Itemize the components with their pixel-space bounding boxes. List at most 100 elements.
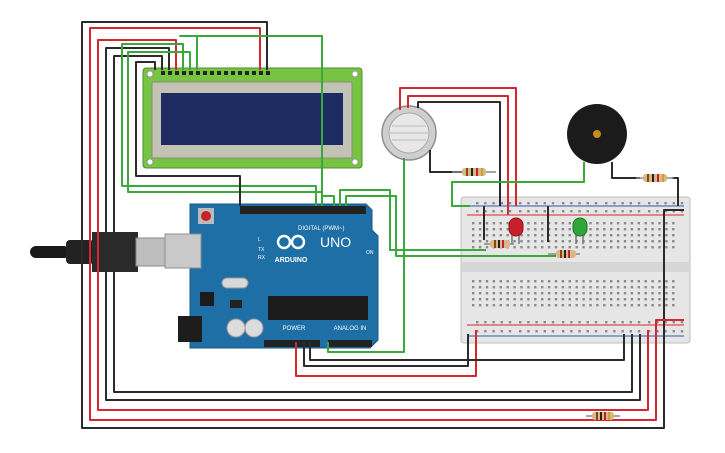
breadboard-rail-hole	[519, 202, 522, 205]
breadboard-rail-hole	[578, 202, 581, 205]
breadboard-hole	[616, 240, 620, 243]
breadboard-hole	[527, 286, 530, 289]
breadboard-hole	[582, 292, 585, 295]
breadboard-hole	[541, 240, 544, 243]
breadboard-hole	[651, 228, 654, 231]
breadboard-hole	[541, 292, 544, 295]
breadboard-rail-hole	[605, 330, 608, 333]
breadboard-hole	[582, 286, 585, 289]
breadboard-hole	[665, 298, 668, 301]
breadboard-hole	[485, 304, 489, 307]
breadboard-hole	[568, 222, 571, 225]
breadboard-hole	[637, 292, 640, 295]
breadboard-hole	[575, 298, 578, 301]
breadboard-hole	[534, 228, 537, 231]
breadboard-hole	[534, 240, 537, 243]
tx-label: TX	[258, 247, 265, 253]
breadboard-hole	[658, 228, 661, 231]
power-jack	[178, 316, 202, 342]
breadboard-hole	[630, 304, 634, 307]
breadboard-hole	[561, 228, 565, 231]
breadboard-hole	[637, 240, 640, 243]
breadboard-hole	[520, 234, 523, 237]
breadboard-rail-hole	[672, 321, 675, 324]
usb-port	[164, 233, 202, 269]
breadboard-rail-hole	[500, 321, 503, 324]
breadboard-hole	[534, 298, 537, 301]
breadboard-hole	[541, 304, 544, 307]
breadboard-hole	[554, 246, 558, 249]
breadboard-hole	[472, 280, 475, 283]
breadboard-hole	[672, 298, 675, 301]
breadboard-hole	[665, 222, 668, 225]
breadboard-rail-hole	[605, 321, 608, 324]
resistor-led-red	[484, 240, 514, 248]
breadboard-hole	[651, 246, 654, 249]
breadboard-rail-hole	[637, 321, 641, 324]
breadboard-hole	[596, 298, 599, 301]
breadboard-hole	[478, 304, 482, 307]
breadboard-hole	[547, 304, 551, 307]
breadboard-hole	[485, 222, 489, 225]
wire-red	[295, 330, 477, 377]
breadboard-rail-hole	[484, 202, 487, 205]
breadboard-hole	[589, 304, 592, 307]
reset-button[interactable]	[201, 211, 211, 221]
wire-black	[135, 61, 241, 206]
breadboard-hole	[554, 292, 558, 295]
breadboard-hole	[630, 298, 634, 301]
breadboard-hole	[561, 304, 565, 307]
lcd-screen	[161, 93, 343, 145]
wire-red	[399, 87, 517, 206]
breadboard-hole	[616, 222, 620, 225]
breadboard-hole	[616, 246, 620, 249]
breadboard-hole	[644, 280, 647, 283]
breadboard-rail-hole	[680, 330, 684, 333]
breadboard-rail-hole	[500, 330, 503, 333]
breadboard-hole	[520, 280, 523, 283]
breadboard-rail-hole	[594, 202, 598, 205]
breadboard-rail-hole	[648, 202, 651, 205]
digital-pins-label: DIGITAL (PWM~)	[298, 226, 345, 232]
breadboard-hole	[541, 280, 544, 283]
breadboard-hole	[499, 228, 502, 231]
breadboard-hole	[568, 286, 571, 289]
breadboard-hole	[610, 240, 613, 243]
breadboard-hole	[527, 240, 530, 243]
breadboard-hole	[472, 246, 475, 249]
breadboard-hole	[506, 298, 509, 301]
breadboard-hole	[561, 292, 565, 295]
breadboard-hole	[520, 304, 523, 307]
breadboard-rail-hole	[476, 202, 479, 205]
breadboard-rail-hole	[664, 330, 667, 333]
breadboard-hole	[520, 240, 523, 243]
resistor-bottom	[586, 412, 620, 420]
wire-black	[429, 150, 466, 173]
breadboard-hole	[575, 246, 578, 249]
breadboard-rail-hole	[500, 210, 503, 213]
breadboard-hole	[651, 222, 654, 225]
breadboard-rail-hole	[527, 330, 530, 333]
breadboard-hole	[534, 246, 537, 249]
wire-red	[407, 95, 509, 215]
breadboard-hole	[610, 298, 613, 301]
breadboard-rail-hole	[492, 202, 495, 205]
breadboard-hole	[651, 240, 654, 243]
breadboard-hole	[651, 286, 654, 289]
breadboard-hole	[610, 228, 613, 231]
breadboard-hole	[603, 280, 606, 283]
breadboard-hole	[478, 240, 482, 243]
breadboard-hole	[603, 240, 606, 243]
breadboard-rail-hole	[680, 321, 684, 324]
breadboard-hole	[472, 292, 475, 295]
breadboard-hole	[499, 280, 502, 283]
breadboard-rail-hole	[543, 202, 546, 205]
breadboard-hole	[472, 304, 475, 307]
breadboard-hole	[499, 222, 502, 225]
breadboard-hole	[554, 286, 558, 289]
breadboard-hole	[610, 292, 613, 295]
breadboard-hole	[596, 222, 599, 225]
breadboard-hole	[665, 234, 668, 237]
breadboard-hole	[472, 234, 475, 237]
breadboard-hole	[492, 234, 496, 237]
